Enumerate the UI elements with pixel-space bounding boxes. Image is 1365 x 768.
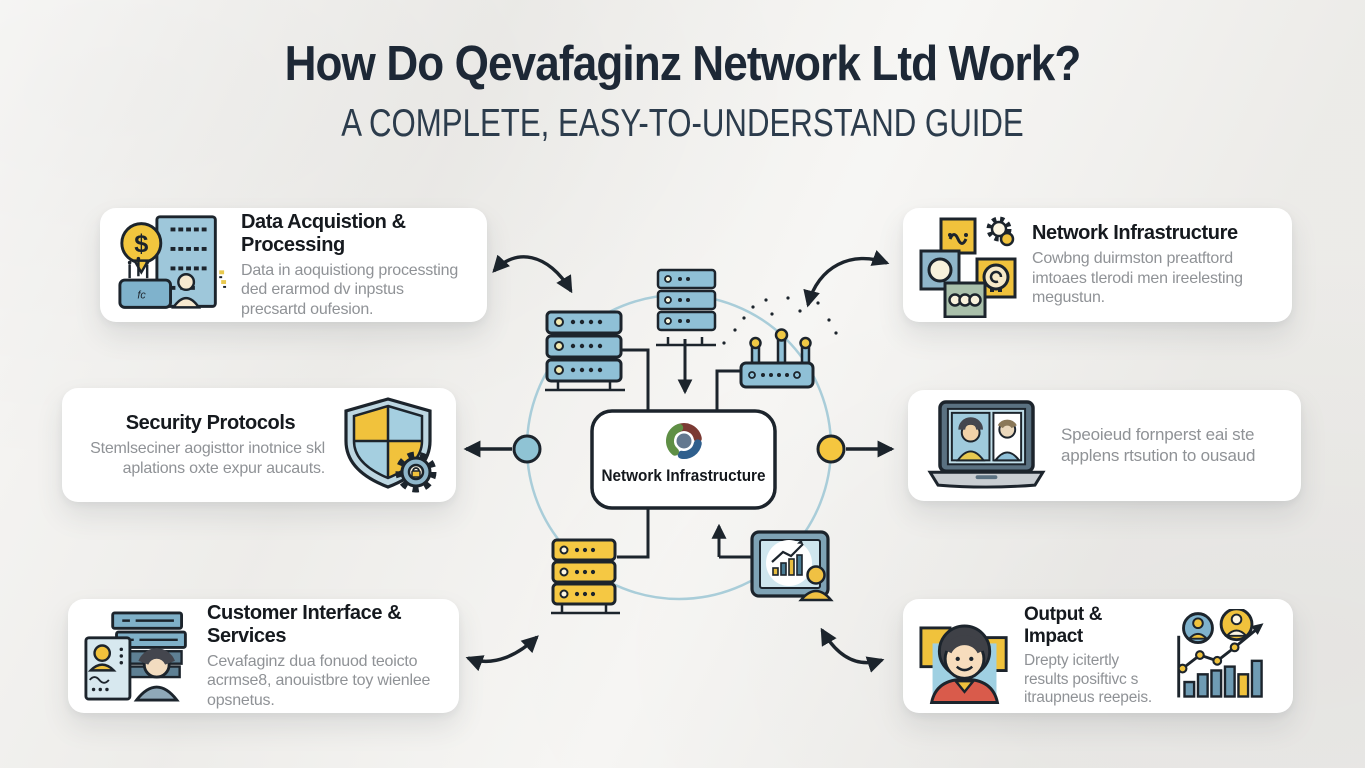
card-body: Data in aoquistiong processting ded erar… [241, 261, 459, 318]
card-presentation: Speoieud fornperst eai ste applens rtsut… [908, 390, 1301, 501]
server-stack-yellow-icon [551, 538, 620, 615]
card-network-infrastructure: Network Infrastructure Cowbng duirmston … [903, 208, 1292, 322]
card-body: Drepty icitertly results posiftivc s itr… [1024, 651, 1153, 707]
server-stack-top-icon [656, 268, 717, 347]
gear-icon [986, 216, 1015, 246]
tablet-chart-icon [750, 530, 834, 602]
laptop-video-call-icon [927, 399, 1046, 489]
card-data-acquisition: $ fc Data Acquistion & Processing Data i… [100, 208, 487, 322]
data-server-icon: $ fc [118, 215, 227, 309]
arrow-top-left [492, 254, 573, 294]
arrow-top-right [803, 250, 890, 308]
user-avatar-icon [919, 624, 1008, 704]
shield-icon [344, 397, 437, 493]
card-title: Output & Impact [1024, 603, 1103, 647]
logo-icon [665, 423, 702, 459]
gear-lock-icon [395, 451, 437, 493]
router-label: fc [137, 290, 146, 302]
page-subtitle: A COMPLETE, EASY-TO-UNDERSTAND GUIDE [341, 102, 1024, 145]
card-title: Security Protocols [125, 411, 296, 434]
card-output-impact: Output & Impact Drepty icitertly results… [903, 599, 1293, 713]
header: How Do Qevafaginz Network Ltd Work? A CO… [0, 36, 1365, 146]
card-body: Speoieud fornperst eai ste applens rtsut… [1061, 424, 1256, 465]
dollar-glyph: $ [134, 230, 148, 258]
modules-grid-icon [919, 216, 1017, 318]
arrow-bottom-left [465, 635, 539, 672]
card-body: Cevafaginz dua fonuod teoicto acrmse8, a… [207, 652, 431, 709]
connector-lines [617, 339, 752, 559]
node-left-icon [512, 434, 542, 464]
card-customer-interface: Customer Interface & Services Cevafaginz… [68, 599, 459, 713]
card-title: Network Infrastructure [1032, 222, 1238, 245]
growth-chart-icon [1177, 608, 1264, 698]
card-title: Data Acquistion & Processing [241, 210, 406, 256]
center-box-label: Network Infrastructure [602, 466, 766, 485]
page-title: How Do Qevafaginz Network Ltd Work? [284, 37, 1082, 91]
network-infrastructure-box: Network Infrastructure [590, 409, 777, 510]
customer-id-icon [84, 611, 187, 701]
server-stack-left-icon [545, 310, 625, 392]
node-right-icon [816, 434, 846, 464]
card-body: Stemlseciner aogisttor inotnice skl apla… [90, 439, 325, 477]
card-body: Cowbng duirmston preatftord imtoaes tler… [1032, 250, 1243, 307]
arrow-bottom-right [820, 627, 885, 673]
card-security-protocols: Security Protocols Stemlseciner aogistto… [62, 388, 456, 502]
router-icon [722, 291, 838, 389]
card-title: Customer Interface & Services [207, 601, 402, 647]
